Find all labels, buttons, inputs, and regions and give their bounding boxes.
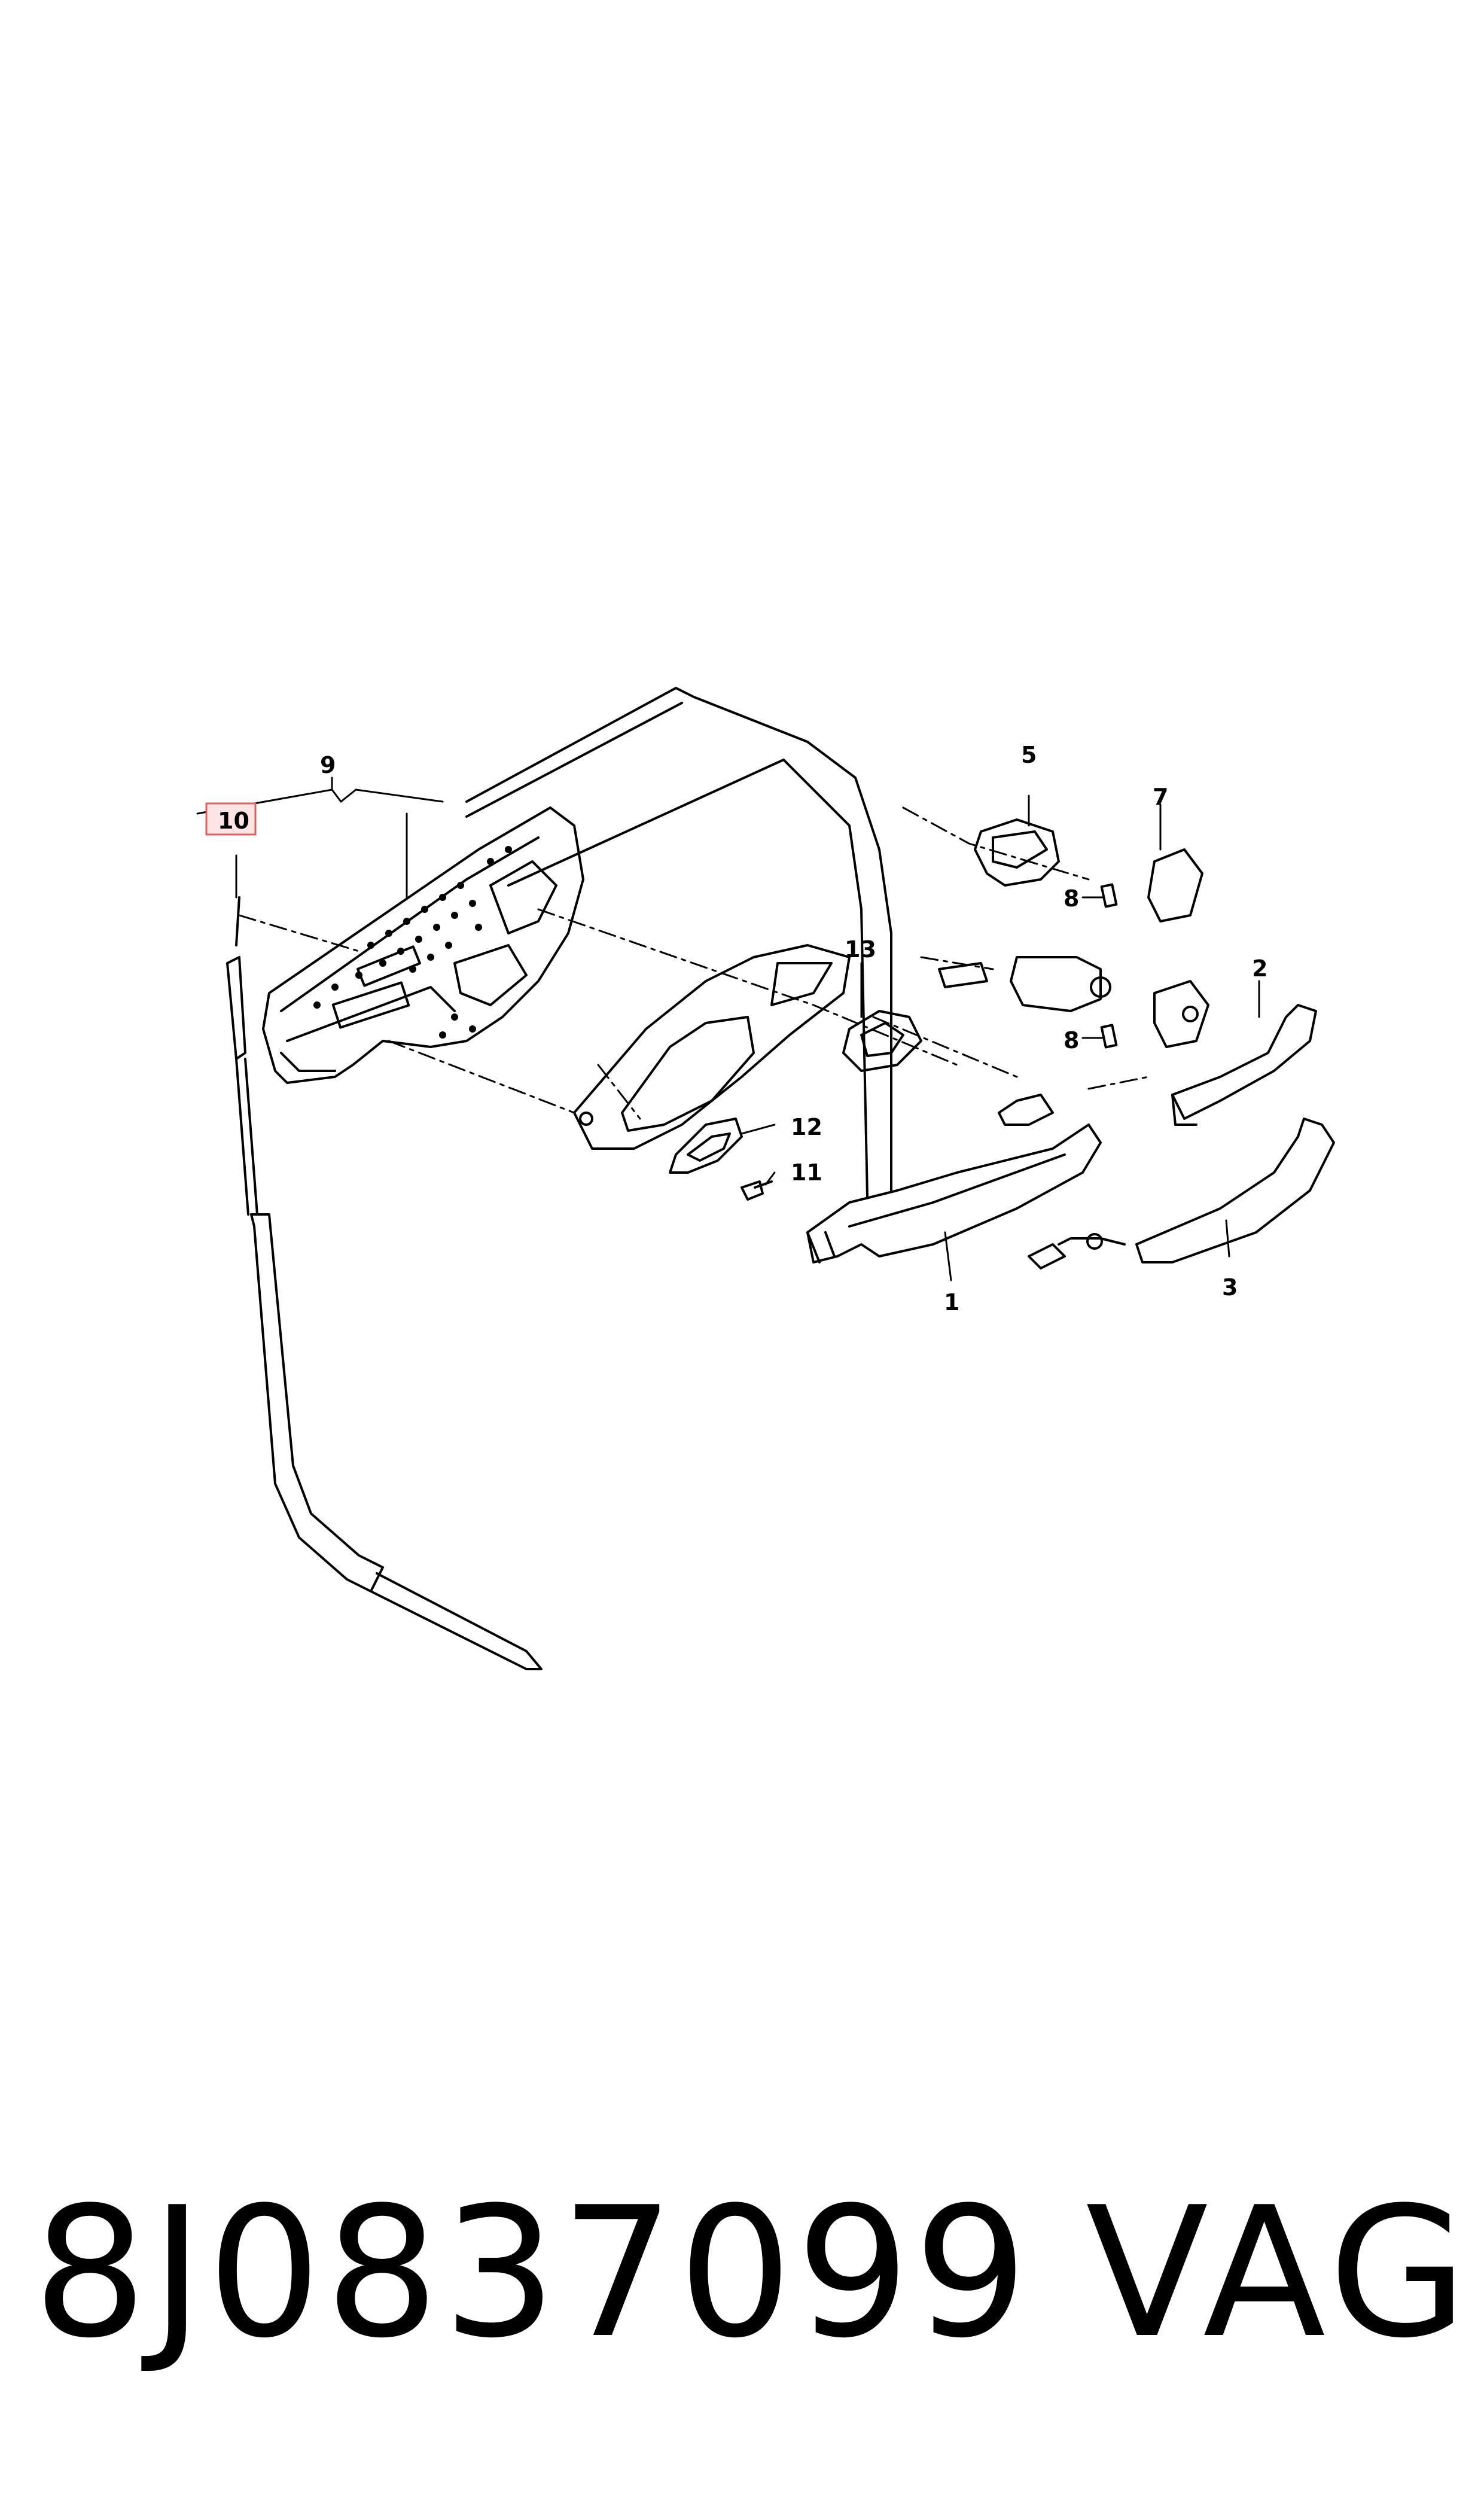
trim-strip-2	[1171, 1004, 1317, 1126]
lock-cylinder-housing-5	[974, 818, 1060, 887]
cap-7	[1147, 848, 1203, 922]
exploded-parts-diagram: 9 10 13 12 11 1 5 7 8 8 2 3	[196, 687, 1335, 1670]
lock-cylinder-assembly	[938, 956, 1209, 1048]
gasket-12	[669, 1118, 743, 1174]
brand-name: VAG	[1086, 2169, 1474, 2377]
callout-10[interactable]: 10	[218, 808, 249, 834]
callout-12: 12	[791, 1114, 822, 1140]
callout-8-bottom: 8	[1064, 1027, 1079, 1054]
gasket-13	[842, 1010, 922, 1072]
door-handle-recess-plate	[573, 944, 851, 1150]
callout-7: 7	[1153, 784, 1168, 810]
callout-8-top: 8	[1064, 885, 1079, 912]
handle-carrier-bracket	[262, 806, 584, 1084]
trim-strip-3	[1028, 1118, 1335, 1269]
screw-11	[741, 1180, 773, 1201]
callout-13: 13	[845, 936, 876, 963]
outer-door-handle-1	[806, 1094, 1102, 1263]
callout-leader-lines	[196, 777, 1260, 1281]
bracket-hole-pattern	[313, 846, 512, 1039]
callout-11: 11	[791, 1159, 822, 1186]
callout-2: 2	[1252, 955, 1267, 982]
callout-1: 1	[944, 1289, 959, 1316]
callout-5: 5	[1021, 742, 1037, 768]
release-cable-10	[226, 896, 543, 1670]
door-panel-outline	[465, 687, 892, 1198]
footer-caption: 8J0837099 VAG	[0, 2184, 1484, 2435]
callout-10-highlight	[205, 802, 257, 836]
callout-3: 3	[1222, 1274, 1238, 1301]
insert-8-top	[1100, 883, 1118, 908]
insert-8-bottom	[1100, 1024, 1118, 1049]
part-number: 8J0837099	[33, 2169, 1032, 2377]
assembly-guide-lines	[238, 806, 1150, 1120]
callout-9: 9	[320, 752, 336, 778]
